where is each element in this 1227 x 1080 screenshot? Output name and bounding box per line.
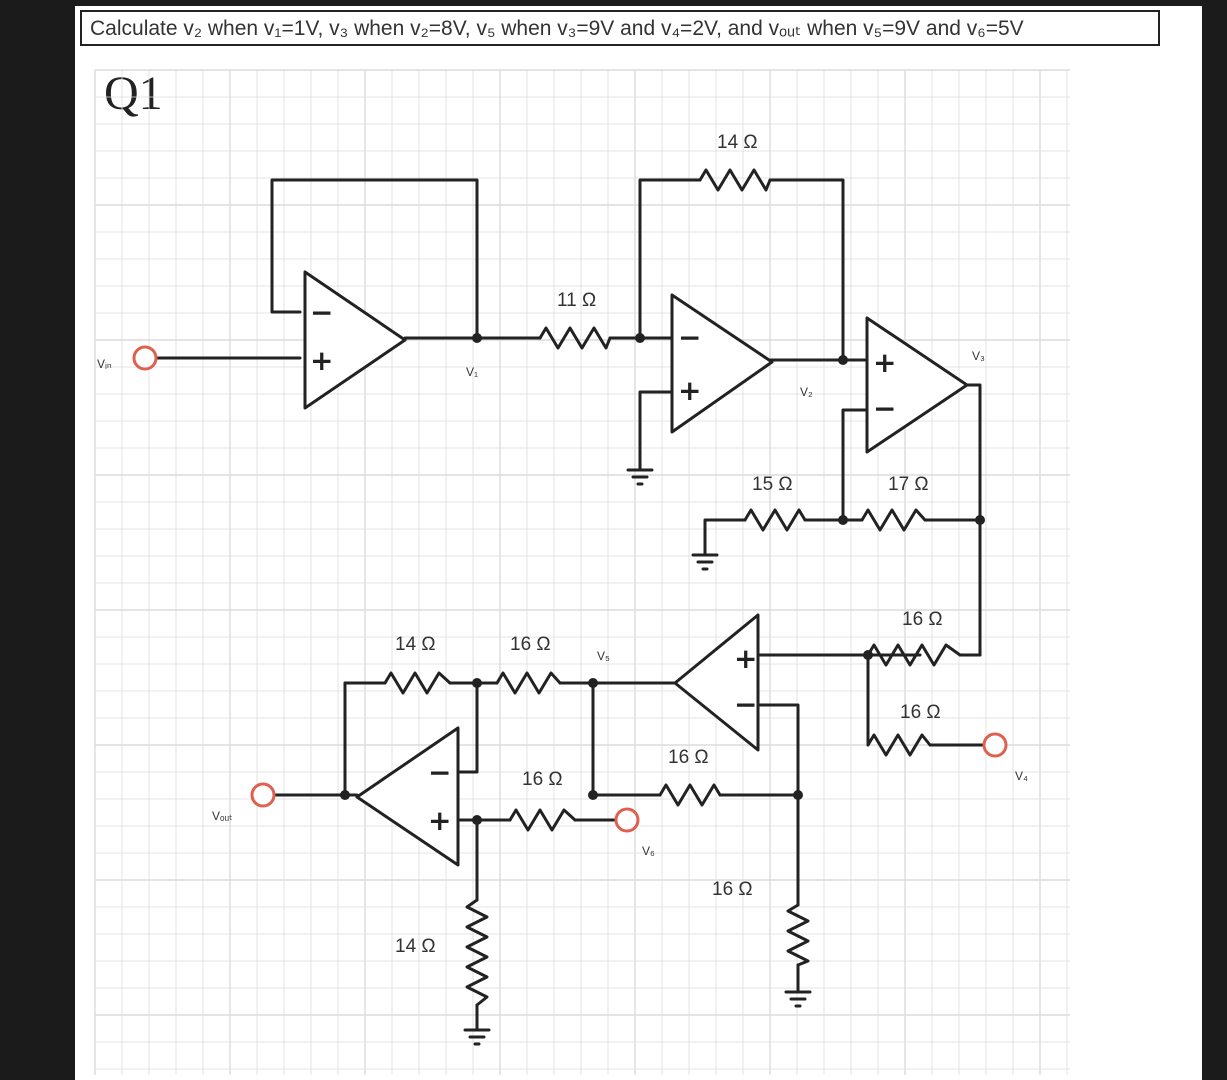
node-label-v5: V₅: [597, 649, 610, 663]
opamp-1: [303, 270, 407, 410]
minus-sign: −: [310, 296, 333, 329]
resistor-11: [538, 326, 612, 350]
ground-symbol: [691, 543, 719, 571]
opamp-2: [670, 293, 774, 434]
resistor-14-top: [698, 168, 772, 192]
plus-sign: +: [428, 804, 451, 837]
resistor-label: 16 Ω: [902, 609, 943, 630]
resistor-label: 14 Ω: [717, 132, 758, 153]
resistor-label: 16 Ω: [668, 747, 709, 768]
resistor-label: 16 Ω: [522, 769, 563, 790]
resistor-label: 14 Ω: [395, 936, 436, 957]
resistor-16-mid: [658, 783, 722, 807]
v4-terminal: [982, 732, 1008, 758]
resistor-16-v3: [866, 643, 962, 667]
ground-symbol: [463, 1023, 491, 1046]
plus-sign: +: [678, 374, 701, 407]
plus-sign: +: [734, 642, 757, 675]
opamp-3: [865, 316, 969, 454]
resistor-17: [860, 508, 927, 532]
node-label-v3: V₃: [972, 349, 985, 363]
resistor-14-bottom: [383, 671, 452, 695]
minus-sign: −: [734, 688, 757, 721]
resistor-16-v4: [866, 733, 932, 757]
resistor-16-v6: [508, 808, 577, 832]
question-text: Calculate v₂ when v₁=1V, v₃ when v₂=8V, …: [80, 10, 1160, 46]
junction-dots: [340, 333, 985, 825]
resistor-label: 15 Ω: [752, 474, 793, 495]
resistor-label: 16 Ω: [712, 879, 753, 900]
resistor-16-ground-right: [786, 903, 810, 967]
opamp-5: [355, 726, 460, 867]
node-label-v2: V₂: [800, 385, 813, 399]
resistor-14-ground-left: [465, 898, 489, 1007]
minus-sign: −: [678, 321, 701, 354]
resistor-label: 16 Ω: [510, 634, 551, 655]
node-label-vout: Vₒᵤₜ: [212, 809, 233, 823]
wires: [155, 178, 987, 1027]
node-label-v6: V₆: [642, 844, 655, 858]
v6-terminal: [614, 807, 640, 833]
resistor-label: 11 Ω: [557, 290, 596, 311]
resistor-label: 17 Ω: [888, 474, 929, 495]
resistor-label: 14 Ω: [395, 634, 436, 655]
grid: [94, 69, 1070, 1075]
minus-sign: −: [873, 392, 896, 425]
node-label-vin: Vᵢₙ: [97, 357, 112, 371]
resistor-15: [743, 508, 807, 532]
minus-sign: −: [428, 756, 451, 789]
resistor-label: 16 Ω: [900, 702, 941, 723]
resistor-16-bottom: [495, 671, 562, 695]
ground-symbol: [626, 453, 654, 486]
ground-symbol: [784, 983, 812, 1008]
plus-sign: +: [873, 346, 896, 379]
node-label-v1: V₁: [466, 365, 478, 379]
problem-label: Q1: [104, 67, 163, 120]
node-label-v4: V₄: [1015, 769, 1028, 783]
opamp-4: [673, 613, 760, 752]
vout-terminal: [250, 782, 276, 808]
vin-terminal: [132, 345, 158, 371]
plus-sign: +: [310, 344, 333, 377]
